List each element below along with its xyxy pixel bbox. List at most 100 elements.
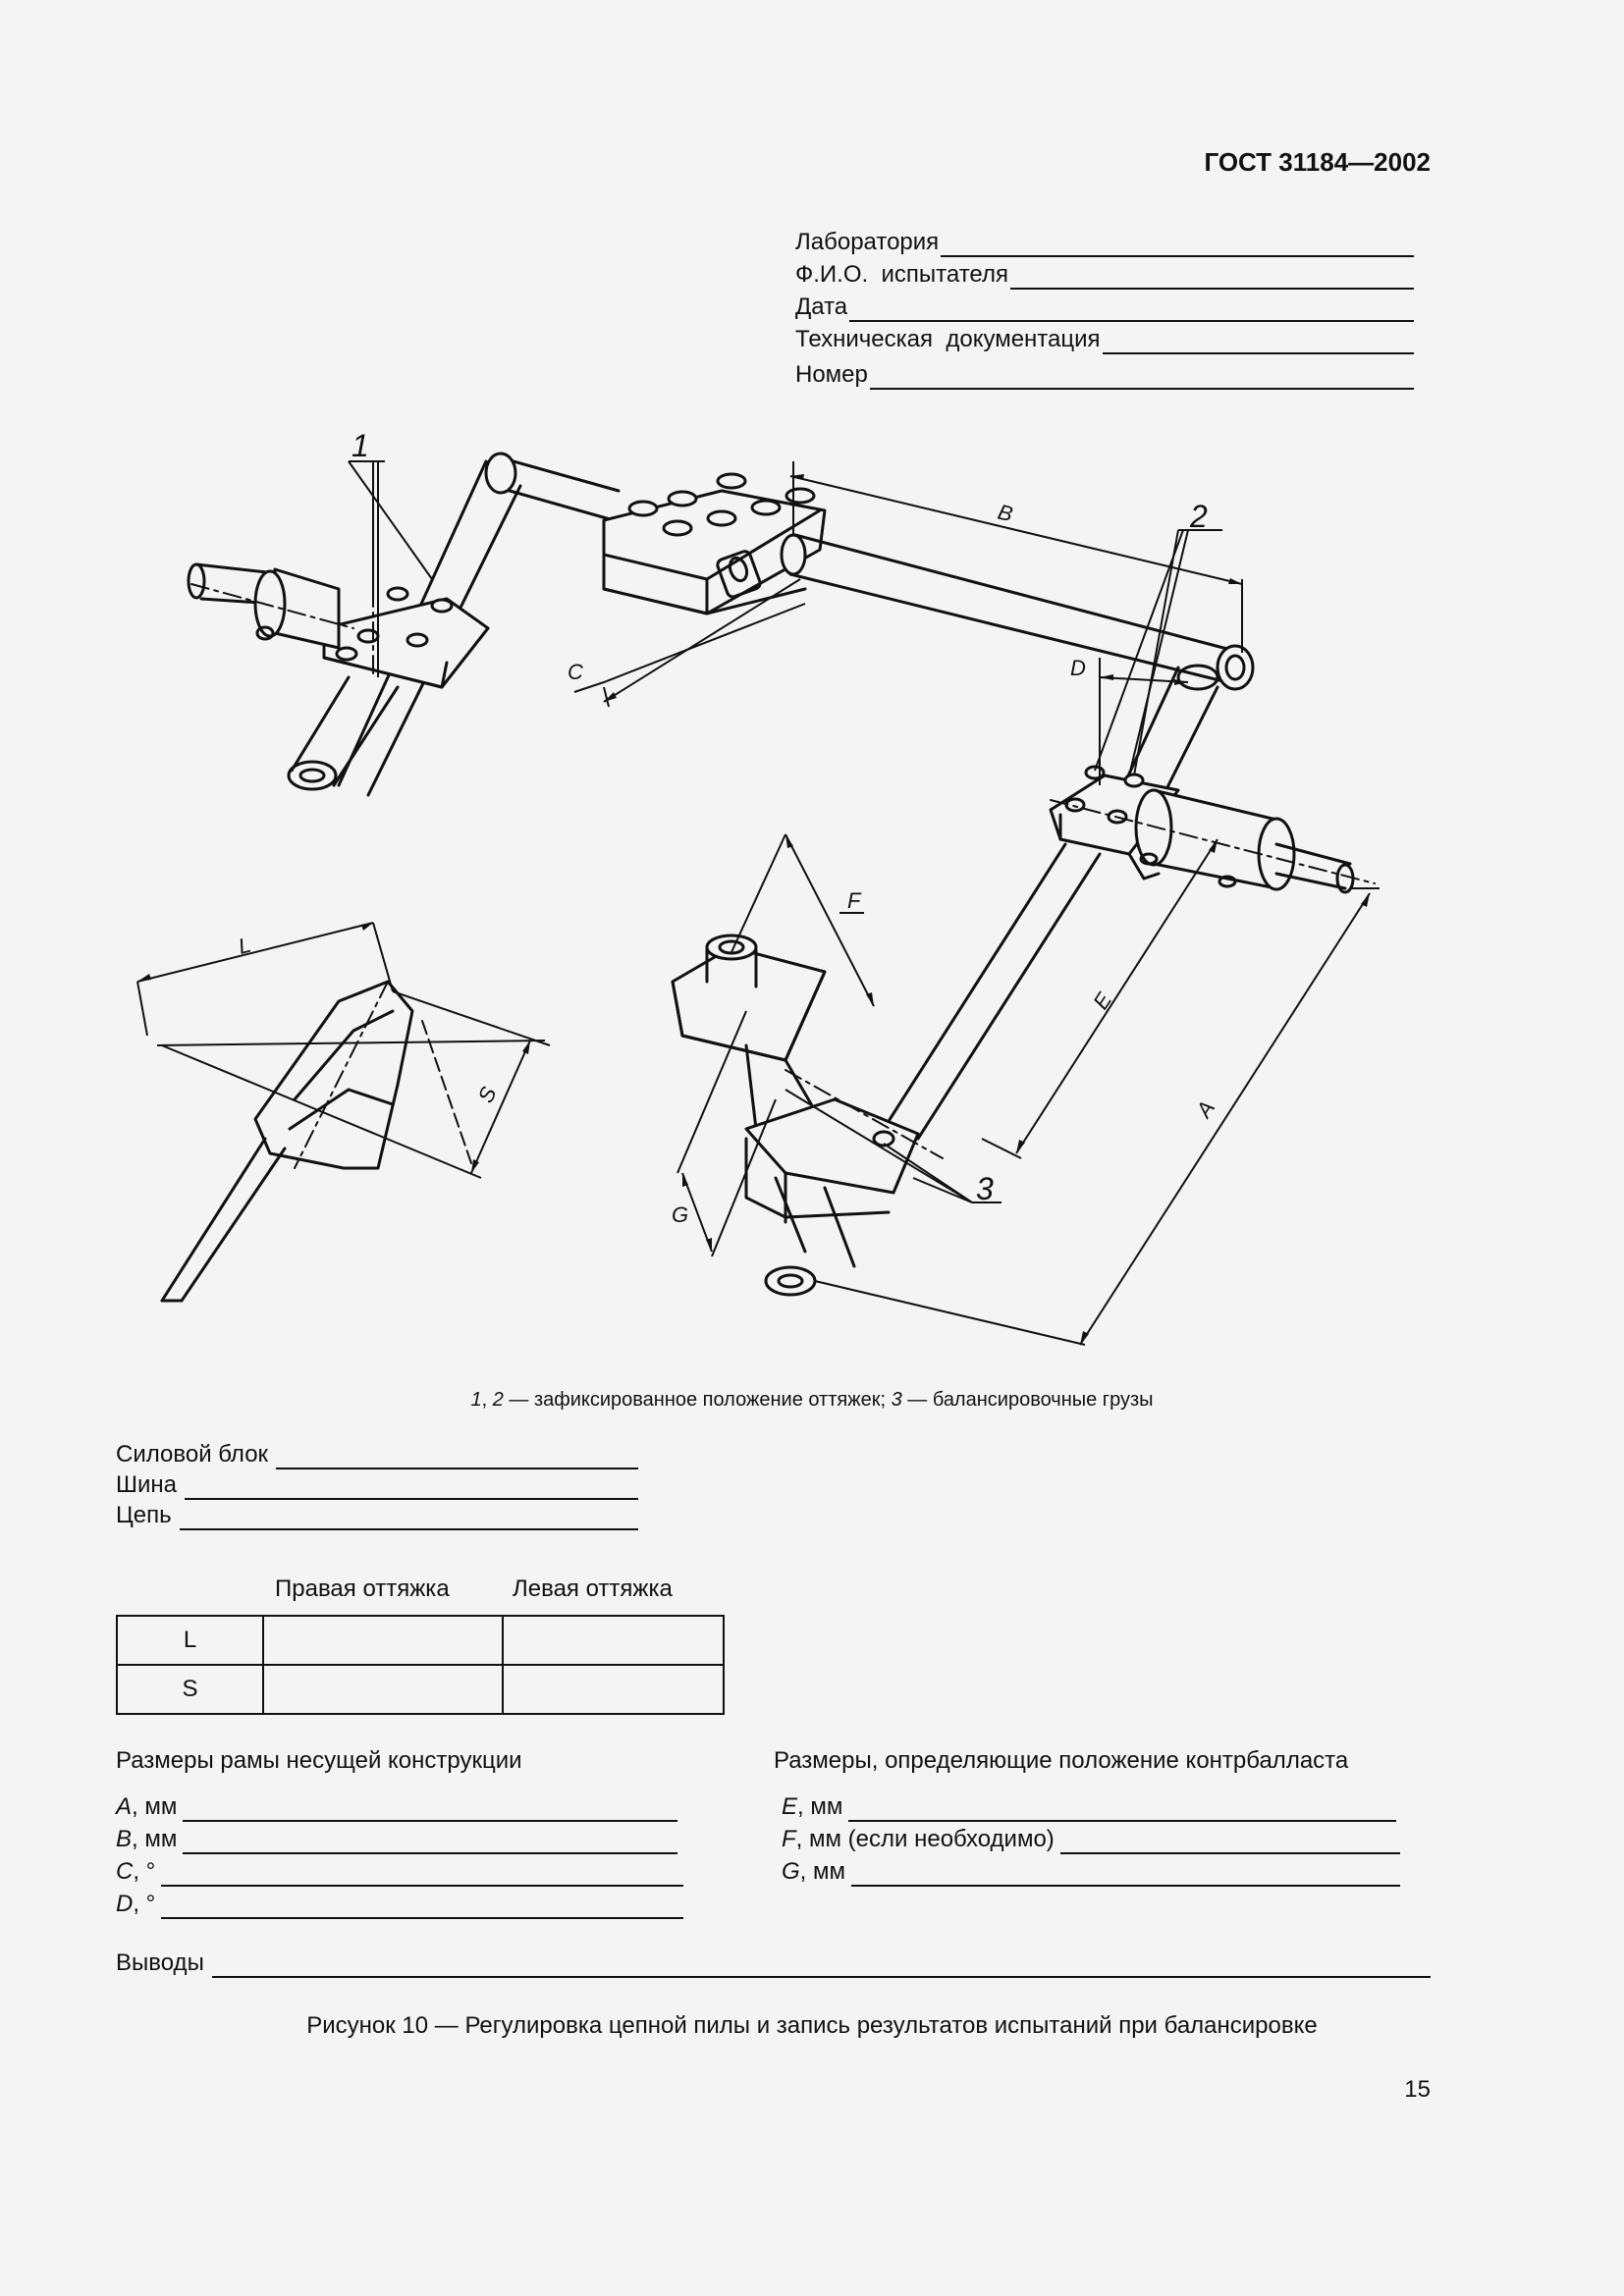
component-label: Шина <box>116 1471 178 1498</box>
dim-symbol: E <box>782 1793 798 1820</box>
dim-symbol: D <box>116 1891 134 1917</box>
row-label: L <box>116 1615 264 1666</box>
legend-num-1: 1 <box>470 1389 482 1411</box>
left-cylinder <box>187 562 374 678</box>
guy-table: L S <box>116 1615 725 1715</box>
dim-C-line <box>603 578 801 703</box>
fill-line[interactable] <box>941 234 1414 257</box>
dim-F-label: F <box>847 888 862 913</box>
counter-dim-row-e: E, мм <box>782 1792 1396 1822</box>
component-row: Цепь <box>116 1501 638 1530</box>
standard-number: ГОСТ 31184—2002 <box>1204 147 1431 177</box>
dim-S-label: S <box>473 1083 502 1106</box>
frame-dim-row-d: D, ° <box>116 1890 683 1919</box>
cell-right[interactable] <box>262 1615 504 1666</box>
test-info-form: Лаборатория Ф.И.О. испытателя Дата Техни… <box>795 228 1414 390</box>
table-col-right: Правая оттяжка <box>275 1575 450 1602</box>
components-form: Силовой блок Шина Цепь <box>116 1440 638 1530</box>
dim-unit: , мм <box>132 1826 178 1852</box>
dim-G-label: G <box>672 1202 688 1227</box>
dim-A-line <box>1079 892 1371 1346</box>
dim-F-line <box>785 833 875 1007</box>
right-cylinder <box>1050 788 1376 894</box>
conclusions-line[interactable] <box>211 1954 1431 1978</box>
conclusions-row: Выводы <box>116 1949 1431 1978</box>
fill-line[interactable] <box>1059 1831 1400 1854</box>
fill-line[interactable] <box>161 1863 683 1887</box>
component-row: Силовой блок <box>116 1440 638 1469</box>
dim-unit: , ° <box>133 1891 156 1917</box>
cell-left[interactable] <box>502 1615 725 1666</box>
legend-sep: , <box>481 1389 493 1411</box>
component-label: Цепь <box>116 1502 172 1528</box>
dim-B-label: B <box>996 500 1015 527</box>
form-row-laboratory: Лаборатория <box>795 228 1414 257</box>
fill-line[interactable] <box>185 1476 638 1500</box>
form-row-tech-doc: Техническая документация <box>795 325 1414 354</box>
fill-line[interactable] <box>851 1863 1400 1887</box>
frame-dim-row-a: A, мм <box>116 1792 677 1822</box>
fill-line[interactable] <box>183 1798 677 1822</box>
legend-text-1: — зафиксированное положение оттяжек; <box>503 1389 892 1411</box>
dim-A-label: A <box>1190 1096 1219 1124</box>
legend-num-2: 2 <box>492 1389 504 1411</box>
fill-line[interactable] <box>179 1507 638 1530</box>
form-row-tester: Ф.И.О. испытателя <box>795 260 1414 290</box>
dim-L-line <box>136 922 374 983</box>
form-label: Лаборатория <box>795 229 940 255</box>
chainsaw-bar-sketch <box>160 980 472 1303</box>
dim-G-line <box>681 1172 713 1253</box>
fill-line[interactable] <box>869 366 1414 390</box>
central-weight-block <box>602 472 827 615</box>
fill-line[interactable] <box>1102 331 1414 354</box>
dim-unit: , ° <box>133 1858 156 1885</box>
table-col-left: Левая оттяжка <box>513 1575 673 1602</box>
counter-dim-row-f: F, мм (если необходимо) <box>782 1825 1400 1854</box>
fill-line[interactable] <box>161 1896 683 1919</box>
frame-dims-form: A, мм B, мм C, ° D, ° <box>116 1792 683 1919</box>
legend-text-2: — балансировочные грузы <box>901 1389 1154 1411</box>
component-row: Шина <box>116 1470 638 1500</box>
fill-line[interactable] <box>848 1798 1396 1822</box>
dim-D-label: D <box>1070 656 1086 680</box>
dim-unit: , мм <box>797 1793 843 1820</box>
dim-E-label: E <box>1088 988 1116 1014</box>
form-label: Ф.И.О. испытателя <box>795 261 1008 288</box>
page-number: 15 <box>1404 2076 1431 2103</box>
counterweight-assembly <box>671 934 944 1297</box>
form-label: Номер <box>795 361 868 388</box>
frame-upper-bar <box>484 452 621 522</box>
balancing-rig-drawing: A B C D E F G L S 1 2 3 <box>136 428 1380 1346</box>
counter-dim-row-g: G, мм <box>782 1857 1400 1887</box>
cell-left[interactable] <box>502 1664 725 1715</box>
fill-line[interactable] <box>1009 266 1414 290</box>
component-label: Силовой блок <box>116 1441 269 1468</box>
callout-3: 3 <box>976 1171 994 1206</box>
row-label: S <box>116 1664 264 1715</box>
dim-L-label: L <box>236 933 253 959</box>
dim-B-line <box>789 475 1243 585</box>
dim-symbol: B <box>116 1826 133 1852</box>
cell-right[interactable] <box>262 1664 504 1715</box>
dim-S-line <box>470 1040 531 1174</box>
form-row-date: Дата <box>795 293 1414 322</box>
frame-dims-title: Размеры рамы несущей конструкции <box>116 1747 522 1774</box>
fill-line[interactable] <box>849 298 1414 322</box>
callout-2: 2 <box>1189 499 1208 534</box>
legend-num-3: 3 <box>891 1389 902 1411</box>
dim-unit: , мм (если необходимо) <box>795 1826 1055 1852</box>
form-label: Техническая документация <box>795 326 1101 352</box>
figure-legend: 1, 2 — зафиксированное положение оттяжек… <box>196 1389 1428 1412</box>
callout-1: 1 <box>352 428 369 463</box>
dim-symbol: F <box>782 1826 796 1852</box>
conclusions-label: Выводы <box>116 1949 204 1976</box>
frame-dim-row-b: B, мм <box>116 1825 677 1854</box>
dim-unit: , мм <box>799 1858 846 1885</box>
dim-D-line <box>1099 676 1189 683</box>
fill-line[interactable] <box>183 1831 677 1854</box>
table-row: S <box>116 1664 725 1715</box>
dim-symbol: A <box>116 1793 133 1820</box>
fill-line[interactable] <box>276 1446 638 1469</box>
dim-unit: , мм <box>132 1793 178 1820</box>
left-clamp-block <box>322 586 490 689</box>
